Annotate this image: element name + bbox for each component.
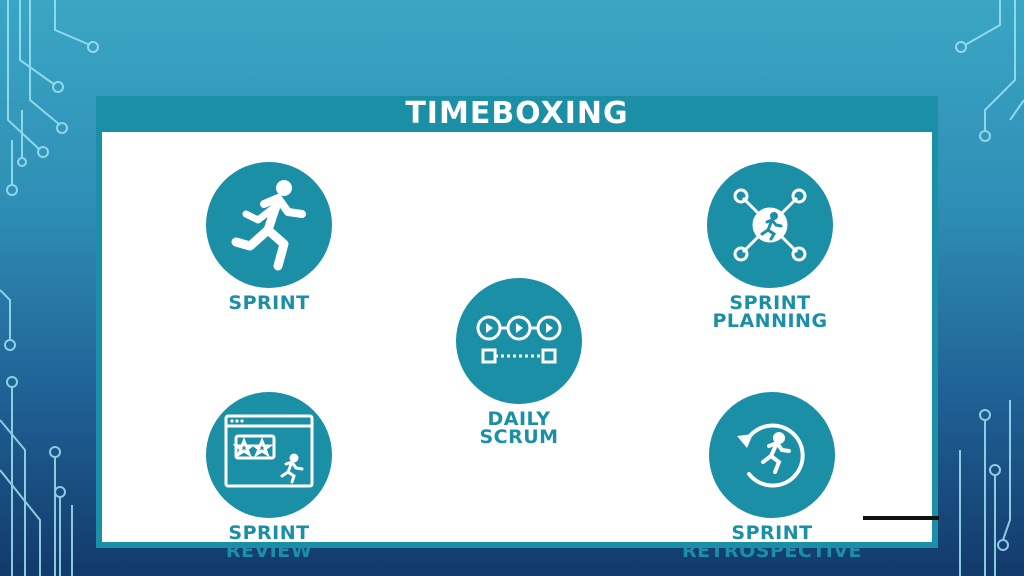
daily-cycle-icon — [456, 278, 582, 404]
review-window-icon — [206, 392, 332, 518]
timeboxing-infographic: TIMEBOXING SPRINT — [96, 96, 938, 561]
item-sprint-label: SPRINT — [228, 292, 310, 314]
network-runner-icon — [707, 162, 833, 288]
retrospective-arrow-icon — [709, 392, 835, 518]
item-sprint-planning-label: SPRINT PLANNING — [712, 292, 828, 332]
slide-title: TIMEBOXING — [405, 96, 629, 131]
item-daily-scrum-label: DAILY SCRUM — [479, 408, 559, 448]
title-banner: TIMEBOXING — [96, 96, 938, 132]
item-daily-scrum: DAILY SCRUM — [449, 278, 589, 448]
item-sprint: SPRINT — [199, 162, 339, 314]
item-sprint-review: SPRINT REVIEW — [199, 392, 339, 562]
item-sprint-retrospective: SPRINT RETROSPECTIVE — [652, 392, 892, 562]
item-sprint-retrospective-label: SPRINT RETROSPECTIVE — [681, 522, 863, 562]
runner-icon — [206, 162, 332, 288]
underline-bar — [863, 516, 939, 520]
item-sprint-review-label: SPRINT REVIEW — [225, 522, 313, 562]
item-sprint-planning: SPRINT PLANNING — [690, 162, 850, 332]
